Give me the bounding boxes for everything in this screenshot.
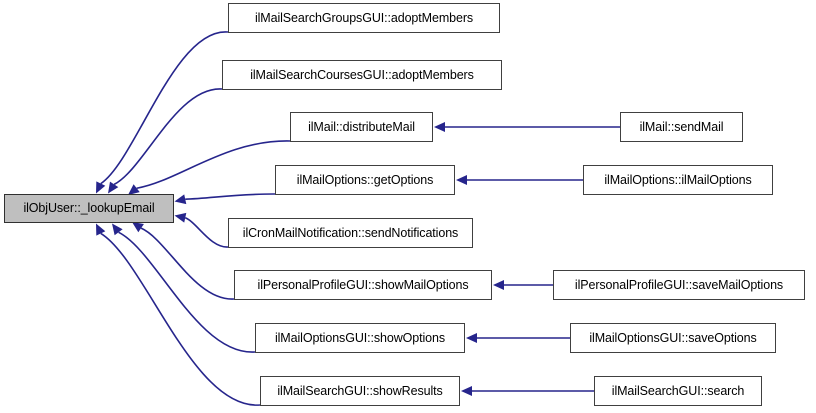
arrowhead-showOptions-to-lookupEmail [112,223,123,236]
graph-node-label: ilMailOptionsGUI::showOptions [274,330,446,345]
arrowhead-adoptMembersCourses-to-lookupEmail [108,181,119,194]
edge-showResults-to-lookupEmail [100,232,261,406]
graph-node-label: ilObjUser::_lookupEmail [23,201,155,216]
graph-node[interactable]: ilMailSearchGroupsGUI::adoptMembers [228,3,500,33]
graph-node[interactable]: ilMailSearchGUI::search [594,376,762,406]
graph-node-label: ilMailSearchGroupsGUI::adoptMembers [254,10,474,25]
graph-node-label: ilMailSearchCoursesGUI::adoptMembers [250,67,474,82]
arrowhead-ilMailOptionsCtor-to-getOptions [456,175,467,185]
graph-node-label: ilCronMailNotification::sendNotification… [242,225,459,240]
graph-node-label: ilMail::sendMail [639,119,724,134]
graph-node-label: ilMail::distributeMail [308,119,415,134]
arrowhead-saveOptions-to-showOptions [466,333,477,343]
arrowhead-saveMailOptions-to-showMailOptions [493,280,504,290]
edge-showMailOptions-to-lookupEmail [140,227,235,300]
arrowhead-search-to-showResults [461,386,472,396]
edge-sendNotifications-to-lookupEmail [184,217,229,248]
graph-node[interactable]: ilMailOptions::ilMailOptions [583,165,773,195]
edge-distributeMail-to-lookupEmail [136,140,291,190]
graph-node[interactable]: ilPersonalProfileGUI::showMailOptions [234,270,492,300]
arrowhead-sendNotifications-to-lookupEmail [174,212,187,223]
graph-node-label: ilMailOptions::getOptions [296,172,434,187]
arrowhead-showMailOptions-to-lookupEmail [132,222,144,233]
graph-node-label: ilPersonalProfileGUI::showMailOptions [257,277,469,292]
graph-node-label: ilMailOptions::ilMailOptions [604,172,752,187]
graph-node[interactable]: ilMailOptionsGUI::saveOptions [570,323,776,353]
graph-node[interactable]: ilMailOptions::getOptions [275,165,455,195]
arrowhead-getOptions-to-lookupEmail [174,194,187,205]
graph-node-label: ilMailSearchGUI::search [611,383,745,398]
edge-adoptMembersGroups-to-lookupEmail [100,31,229,185]
graph-node-label: ilPersonalProfileGUI::saveMailOptions [574,277,784,292]
graph-node-label: ilMailOptionsGUI::saveOptions [589,330,757,345]
graph-node[interactable]: ilMailOptionsGUI::showOptions [255,323,465,353]
graph-node[interactable]: ilMailSearchCoursesGUI::adoptMembers [222,60,502,90]
graph-node-label: ilMailSearchGUI::showResults [277,383,443,398]
arrowhead-showResults-to-lookupEmail [96,223,106,236]
graph-node-root[interactable]: ilObjUser::_lookupEmail [4,194,174,223]
graph-node[interactable]: ilMail::sendMail [620,112,743,142]
arrowhead-adoptMembersGroups-to-lookupEmail [96,181,106,194]
graph-node[interactable]: ilMailSearchGUI::showResults [260,376,460,406]
edge-getOptions-to-lookupEmail [185,193,276,201]
graph-node[interactable]: ilMail::distributeMail [290,112,433,142]
graph-node[interactable]: ilCronMailNotification::sendNotification… [228,218,473,248]
graph-node[interactable]: ilPersonalProfileGUI::saveMailOptions [553,270,805,300]
edge-adoptMembersCourses-to-lookupEmail [113,88,223,186]
arrowhead-sendMail-to-distributeMail [434,122,445,132]
